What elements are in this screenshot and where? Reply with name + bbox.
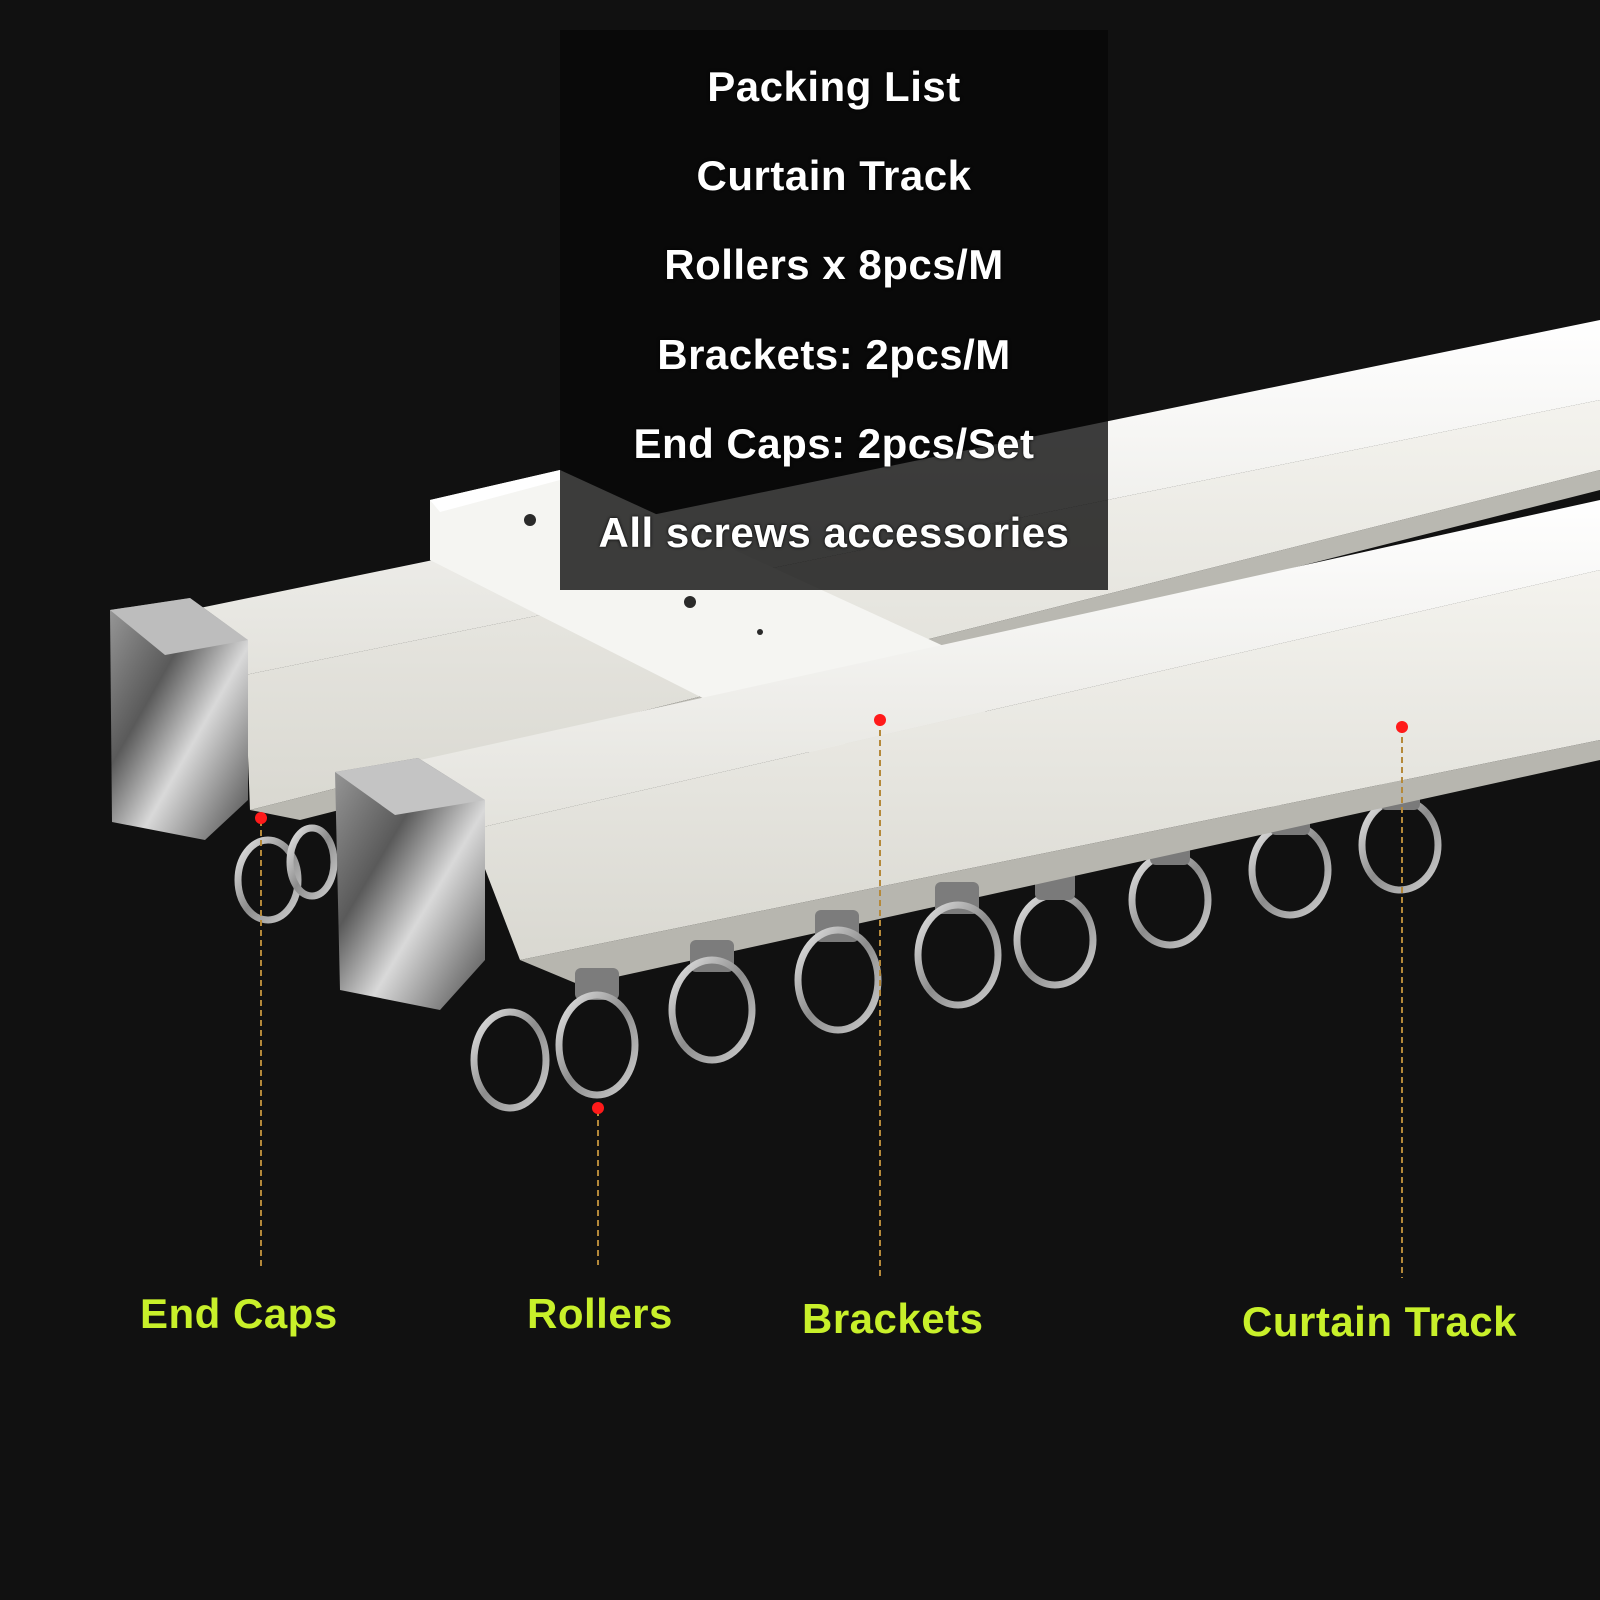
- brackets-marker: [874, 714, 886, 726]
- front-track-rollers: [470, 882, 1002, 1112]
- callout-markers: [255, 714, 1408, 1114]
- curtain-track-marker: [1396, 721, 1408, 733]
- packing-item-rollers: Rollers x 8pcs/M: [664, 241, 1004, 289]
- packing-item-end-caps: End Caps: 2pcs/Set: [633, 419, 1035, 467]
- end-caps-label: End Caps: [140, 1290, 338, 1337]
- back-end-cap: [110, 598, 248, 840]
- packing-list-title: Packing List: [707, 62, 961, 110]
- rollers-marker: [592, 1102, 604, 1114]
- curtain-track-label: Curtain Track: [1242, 1298, 1517, 1345]
- packing-item-brackets: Brackets: 2pcs/M: [657, 330, 1011, 378]
- rollers-label: Rollers: [527, 1290, 673, 1337]
- packing-list-box: Packing List Curtain Track Rollers x 8pc…: [560, 30, 1108, 590]
- brackets-label: Brackets: [802, 1295, 984, 1342]
- callout-leaders: [260, 720, 1403, 1278]
- front-end-cap: [335, 758, 485, 1010]
- packing-item-screws: All screws accessories: [598, 509, 1070, 557]
- end-caps-marker: [255, 812, 267, 824]
- packing-item-curtain-track: Curtain Track: [696, 151, 972, 199]
- front-track: [420, 500, 1600, 985]
